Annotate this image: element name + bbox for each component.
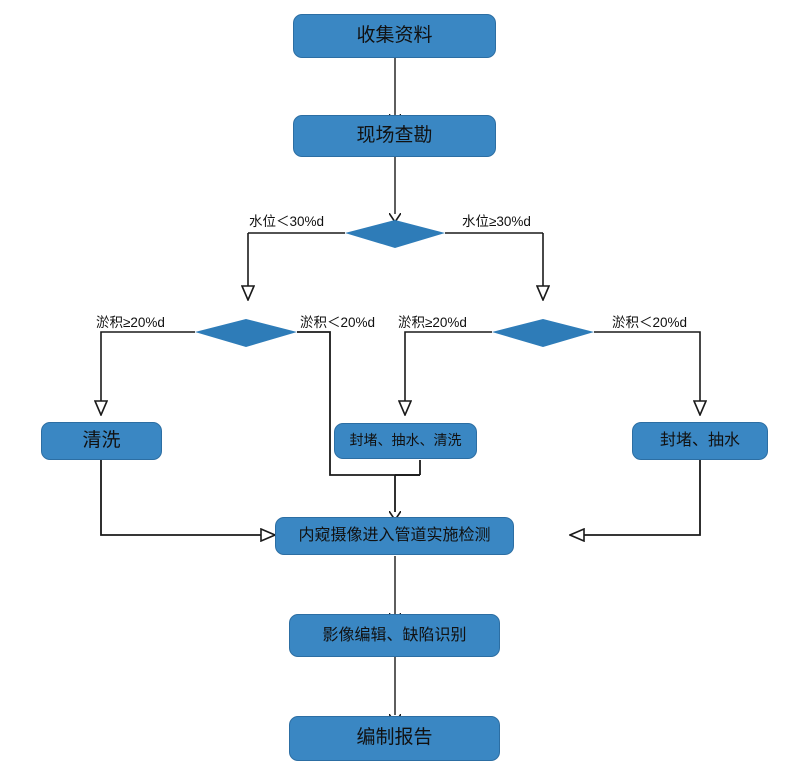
node-collect[interactable]: 收集资料	[293, 14, 496, 58]
node-survey[interactable]: 现场查勘	[293, 115, 496, 157]
decision-silt-left[interactable]	[195, 319, 297, 347]
edge-label-silt-right-lt: 淤积＜20%d	[612, 315, 688, 330]
decision-silt-right[interactable]	[492, 319, 594, 347]
edge-label-water-level-left: 水位＜30%d	[249, 214, 325, 229]
node-edit[interactable]: 影像编辑、缺陷识别	[289, 614, 500, 657]
node-clean[interactable]: 清洗	[41, 422, 162, 460]
edge-blockpump-to-inspect	[570, 460, 701, 535]
edge-label-silt-right-ge: 淤积≥20%d	[398, 315, 467, 330]
node-block-pump-clean[interactable]: 封堵、抽水、清洗	[334, 423, 477, 459]
node-report[interactable]: 编制报告	[289, 716, 500, 761]
decision-water-level[interactable]	[345, 220, 445, 248]
node-inspect[interactable]: 内窥摄像进入管道实施检测	[275, 517, 514, 555]
edge-label-silt-left-lt: 淤积＜20%d	[300, 315, 376, 330]
edge-label-water-level-right: 水位≥30%d	[462, 214, 531, 229]
edge-siltright-right	[594, 331, 700, 415]
edge-siltleft-left	[101, 331, 195, 415]
edge-clean-to-inspect	[100, 460, 275, 535]
edge-label-silt-left-ge: 淤积≥20%d	[96, 315, 165, 330]
edge-siltright-left	[405, 331, 492, 415]
node-block-pump[interactable]: 封堵、抽水	[632, 422, 768, 460]
